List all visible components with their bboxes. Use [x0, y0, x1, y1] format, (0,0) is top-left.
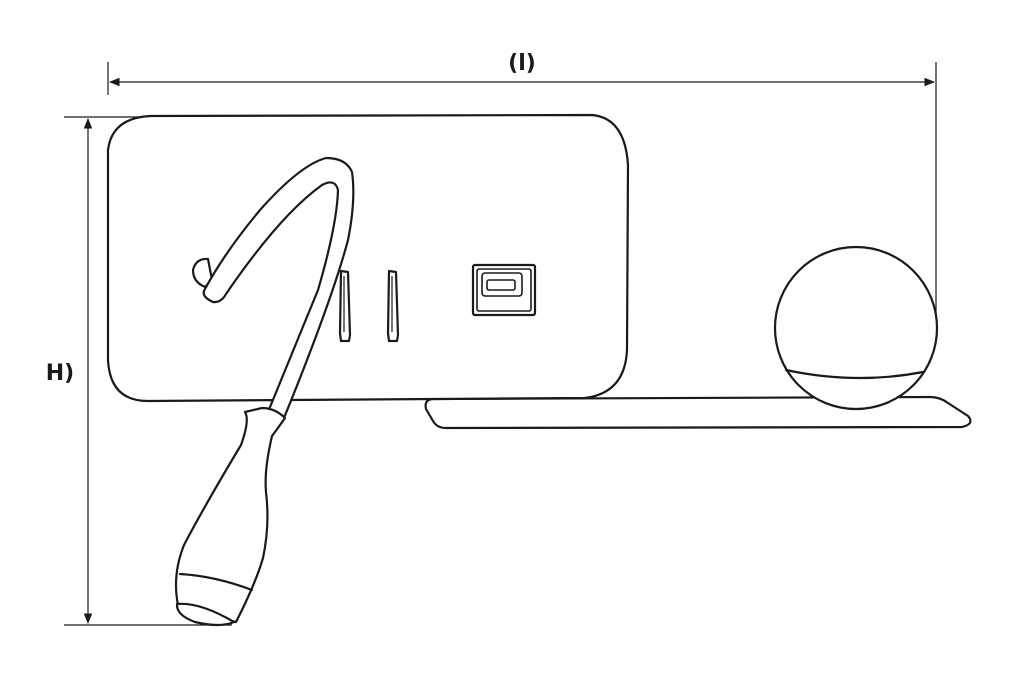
- reading-lamp: [174, 156, 355, 627]
- globe-lamp: [773, 245, 939, 411]
- width-label: (l): [508, 51, 536, 76]
- height-dimension: H): [46, 116, 232, 626]
- height-label: H): [46, 361, 74, 386]
- usb-port: [471, 263, 537, 317]
- wall-plate: [106, 113, 630, 403]
- switch-right: [386, 269, 400, 343]
- switch-left: [338, 269, 352, 343]
- width-dimension: (l): [107, 51, 937, 318]
